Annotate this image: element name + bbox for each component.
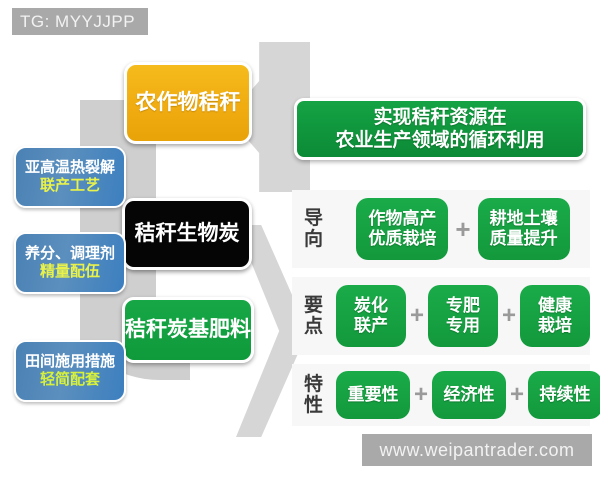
chip-importance: 重要性 [336,371,410,419]
panel-row-characteristics: 特 性 重要性 + 经济性 + 持续性 [292,364,600,426]
chip-soil-quality: 耕地土壤 质量提升 [477,198,570,260]
chip-healthy-cultivation: 健康 栽培 [520,285,591,347]
plus-icon: + [502,302,517,329]
row-label-char1: 特 [303,373,324,395]
stage-box-label: 秸秆生物炭 [134,221,240,245]
tech-box-pyrolysis: 亚高温热裂解 联产工艺 [14,146,126,208]
chip-line2: 联产 [354,316,388,335]
plus-icon: + [414,381,429,408]
row-label-characteristics: 特 性 [292,374,336,417]
tech-box-line1: 养分、调理剂 [24,245,115,262]
tech-box-line2: 精量配伍 [39,263,100,280]
chip-line2: 栽培 [538,316,573,335]
stage-box-crop-straw: 农作物秸秆 [124,62,252,144]
row-label-char2: 性 [303,395,324,416]
row-items: 重要性 + 经济性 + 持续性 [336,371,600,419]
plus-icon: + [455,214,471,244]
goal-banner-line2: 农业生产领域的循环利用 [335,130,545,151]
goal-banner-line1: 实现秸秆资源在 [373,106,507,128]
chip-line1: 重要性 [347,384,399,404]
stage-box-straw-biochar: 秸秆生物炭 [122,198,252,270]
stage-box-label: 秸秆炭基肥料 [125,317,251,341]
chip-line1: 持续性 [539,384,591,404]
tech-box-line2: 轻简配套 [39,371,100,388]
watermark-url: www.weipantrader.com [362,434,592,466]
chip-line1: 健康 [538,295,573,315]
tech-box-nutrient-blend: 养分、调理剂 精量配伍 [14,232,126,294]
chip-line1: 作物高产 [368,208,437,228]
goal-banner: 实现秸秆资源在 农业生产领域的循环利用 [294,98,586,160]
row-items: 作物高产 优质栽培 + 耕地土壤 质量提升 [336,198,590,260]
row-label-keypoints: 要 点 [292,295,336,338]
tech-box-line1: 亚高温热裂解 [24,159,115,176]
row-label-char1: 要 [303,294,324,316]
row-label-char2: 向 [303,229,324,250]
plus-icon: + [410,302,425,329]
row-label-orientation: 导 向 [292,208,336,251]
chip-sustainability: 持续性 [528,371,600,419]
panel-row-orientation: 导 向 作物高产 优质栽培 + 耕地土壤 质量提升 [292,190,590,268]
tech-box-line1: 田间施用措施 [24,353,115,370]
tech-box-field-application: 田间施用措施 轻简配套 [14,340,126,402]
row-items: 炭化 联产 + 专肥 专用 + 健康 栽培 [336,285,591,347]
stage-box-biochar-fertilizer: 秸秆炭基肥料 [122,297,254,363]
chip-line2: 质量提升 [489,229,558,248]
chip-line2: 专用 [446,316,481,335]
chip-line1: 炭化 [354,295,388,315]
row-label-char2: 点 [303,316,324,337]
plus-icon: + [510,381,525,408]
chip-special-fertilizer: 专肥 专用 [428,285,499,347]
panel-row-keypoints: 要 点 炭化 联产 + 专肥 专用 + 健康 栽培 [292,277,591,355]
chip-high-yield-cultivation: 作物高产 优质栽培 [356,198,449,260]
chip-economy: 经济性 [432,371,507,419]
row-label-char1: 导 [303,207,324,229]
chip-line1: 耕地土壤 [489,208,558,228]
chip-line1: 经济性 [443,384,495,404]
chip-line1: 专肥 [446,295,481,315]
stage-box-label: 农作物秸秆 [135,90,241,114]
watermark-tag: TG: MYYJJPP [12,8,148,35]
chip-carbonization-coproduction: 炭化 联产 [336,285,406,347]
chip-line2: 优质栽培 [368,229,437,248]
tech-box-line2: 联产工艺 [39,177,100,194]
